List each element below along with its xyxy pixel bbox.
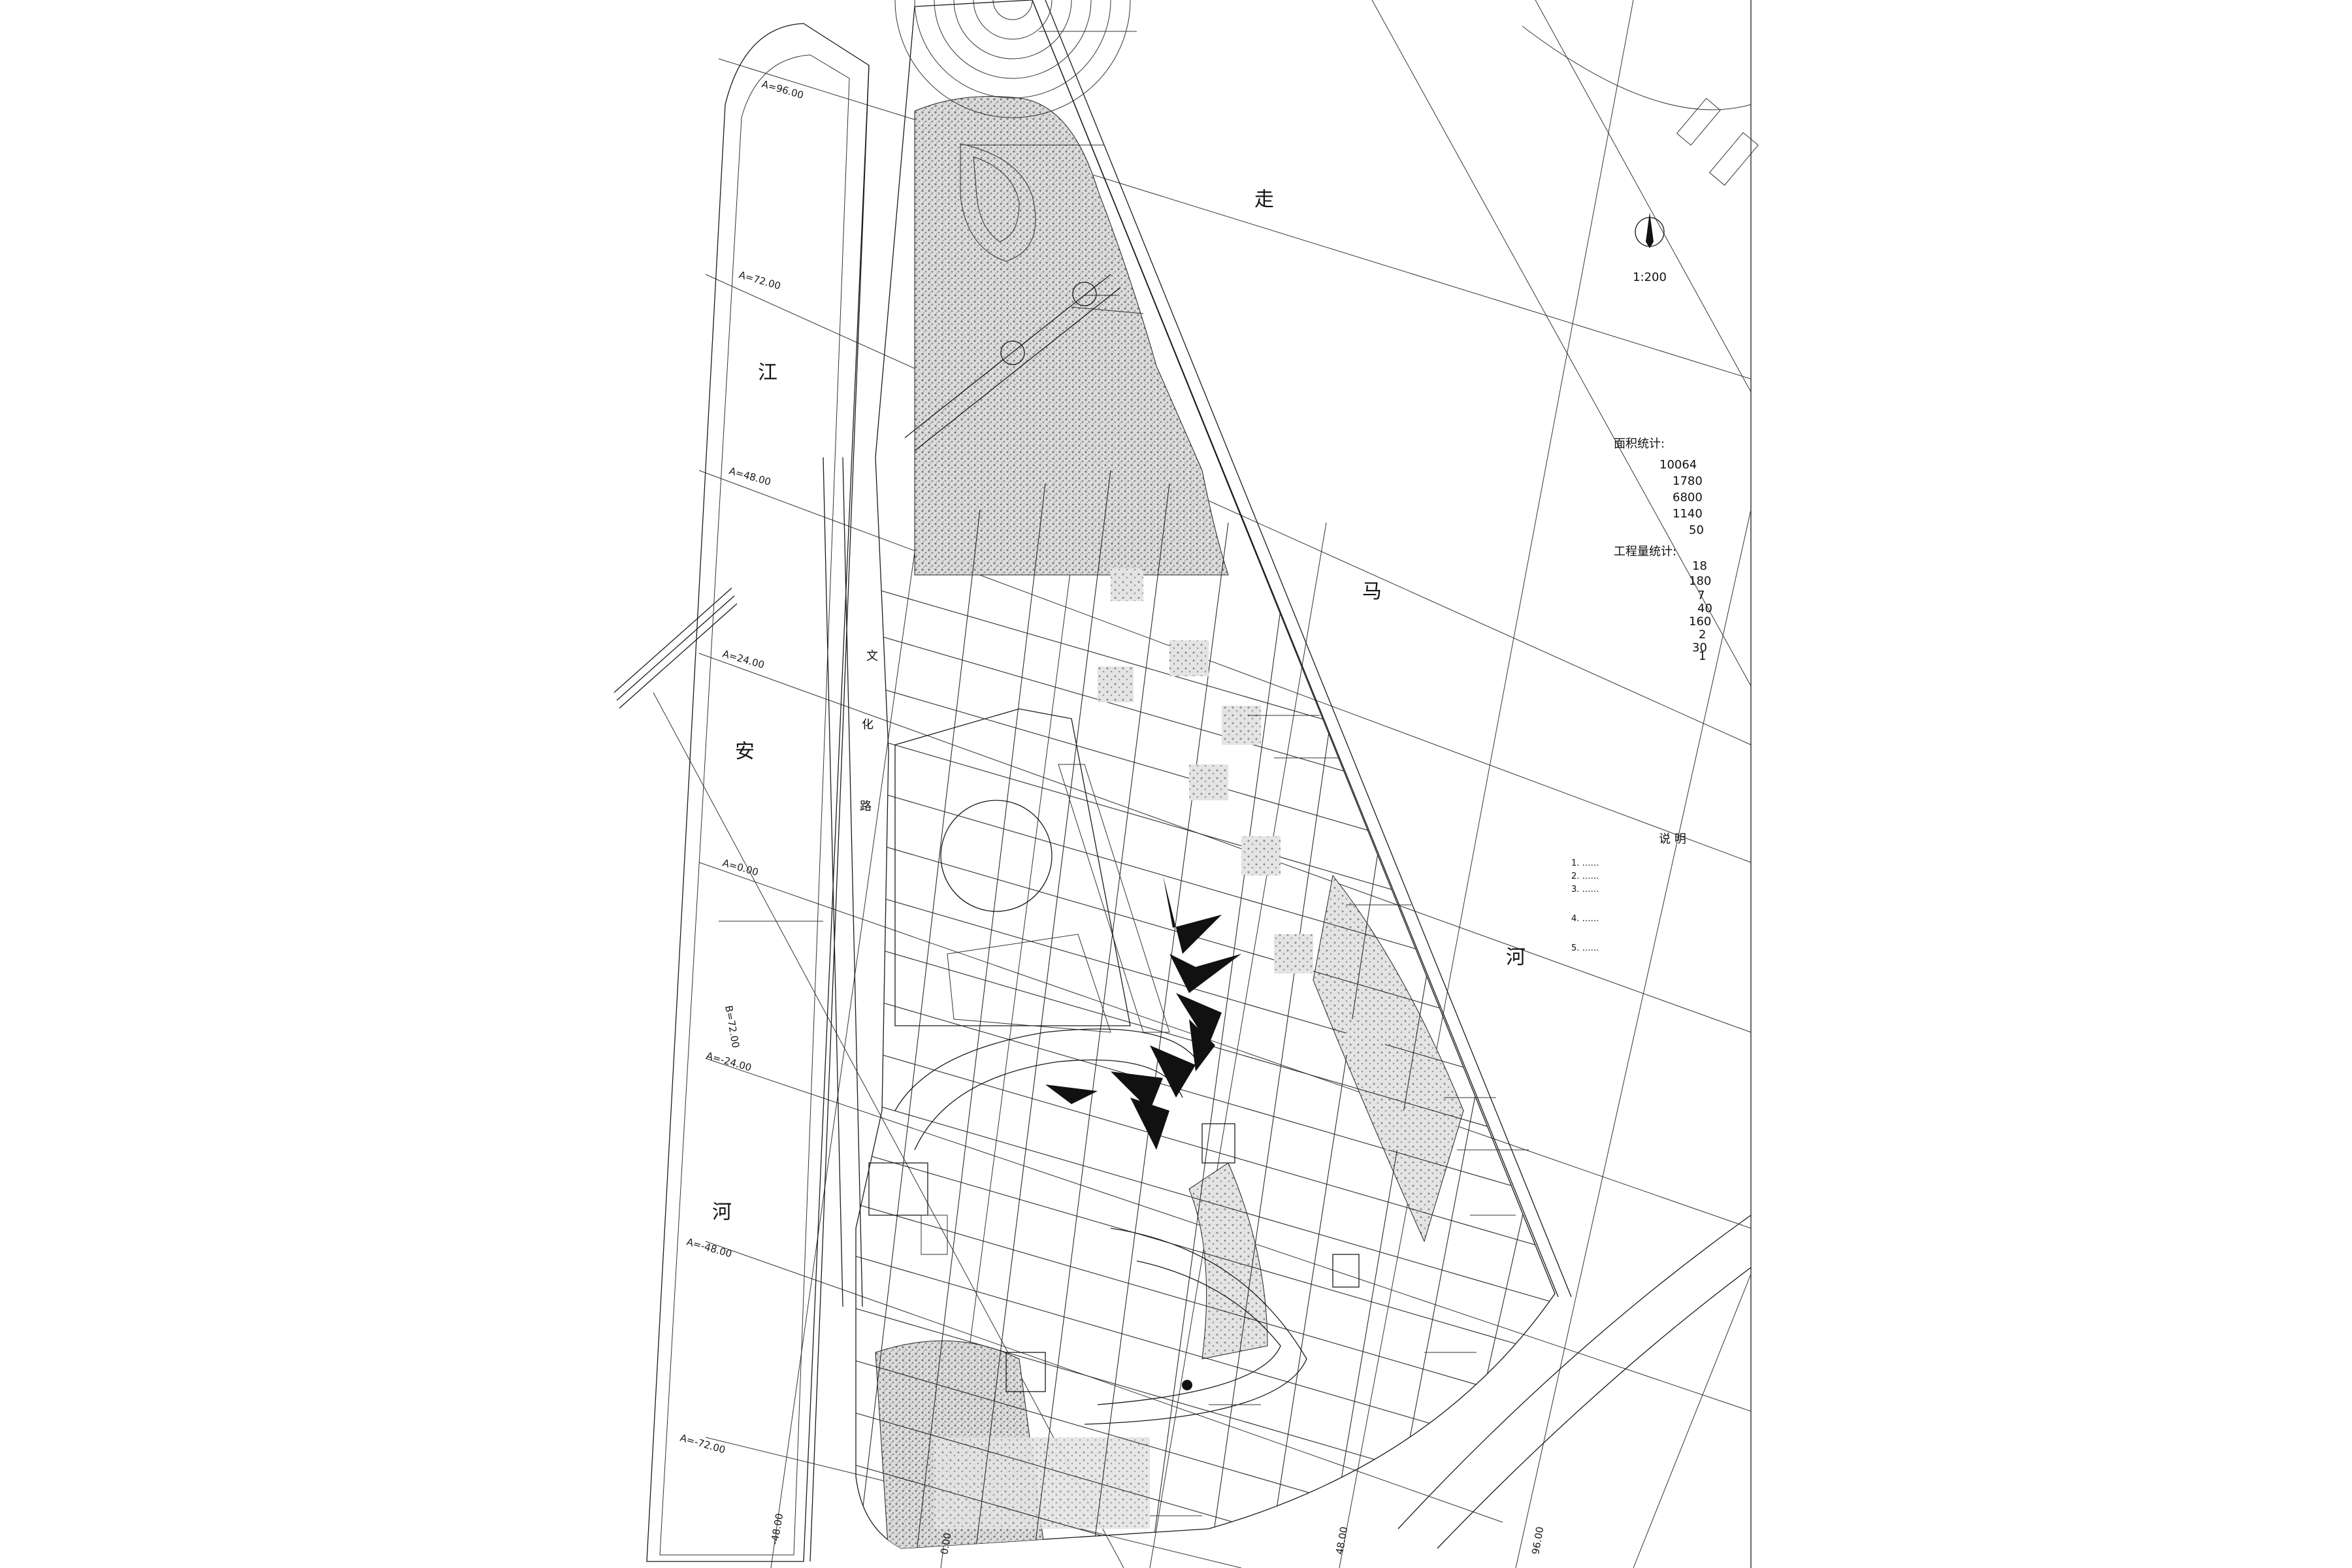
work-stats-title: 工程量统计: <box>1614 545 1676 559</box>
grid-label-b72: B=72.00 <box>723 1005 742 1049</box>
culture-road <box>823 457 863 1307</box>
note-item: 1. …… <box>1571 858 1599 868</box>
culture-char-2: 化 <box>862 718 874 732</box>
work-stat-value: 180 <box>1689 574 1711 588</box>
paving-grid <box>856 470 1555 1548</box>
river-char-2: 安 <box>735 740 755 763</box>
river-embankment <box>613 23 870 1562</box>
area-stats-title: 面积统计: <box>1614 437 1665 451</box>
area-stat-value: 6800 <box>1673 491 1703 504</box>
work-stat-value: 40 <box>1697 602 1712 615</box>
culture-char-3: 路 <box>860 800 872 813</box>
site-boundary <box>855 0 1556 1549</box>
note-item: 5. …… <box>1571 943 1599 953</box>
work-stat-value: 7 <box>1697 589 1705 602</box>
area-statistics-table: 面积统计: 10064 1780 6800 1140 50 <box>1614 437 1704 537</box>
work-quantity-table: 工程量统计: 18 180 7 40 160 2 30 1 <box>1614 545 1712 663</box>
grid-label-a0: A=0.00 <box>721 857 760 879</box>
grid-label-a-24: A=-24.00 <box>705 1050 753 1074</box>
grid-label-bottom-2: 0.00 <box>938 1532 954 1556</box>
grid-label-a-48: A=-48.00 <box>685 1236 733 1260</box>
grid-label-a72: A=72.00 <box>738 269 782 292</box>
work-stat-value: 2 <box>1699 628 1706 642</box>
grid-label-a48: A=48.00 <box>728 465 772 488</box>
note-item: 4. …… <box>1571 914 1599 924</box>
grid-label-bottom-4: 96.00 <box>1529 1526 1546 1555</box>
grid-label-a96: A=96.00 <box>760 78 805 101</box>
river-char-1: 江 <box>758 361 777 384</box>
river-char-3: 河 <box>712 1201 732 1224</box>
grid-label-bottom-3: 48.00 <box>1333 1526 1350 1555</box>
planting-areas <box>875 96 1464 1548</box>
area-stat-value: 50 <box>1689 523 1704 537</box>
grid-label-a-72: A=-72.00 <box>679 1432 727 1456</box>
callout-leaders <box>719 31 1529 1516</box>
work-stat-value: 160 <box>1689 615 1711 629</box>
area-stat-value: 1780 <box>1673 474 1703 488</box>
area-stat-value: 10064 <box>1659 458 1697 472</box>
north-plaza-rings <box>894 0 1131 451</box>
scale-label: 1:200 <box>1633 270 1667 284</box>
road-name-zouma: 走 马 河 <box>1254 188 1526 969</box>
road-char-1: 走 <box>1254 188 1274 211</box>
road-char-3: 河 <box>1506 946 1526 969</box>
work-stat-value: 1 <box>1699 649 1706 663</box>
grid-label-bottom-1: -48.00 <box>768 1512 785 1546</box>
road-char-2: 马 <box>1362 580 1382 603</box>
stage-area <box>868 708 1360 1425</box>
culture-char-1: 文 <box>866 649 878 663</box>
area-stat-value: 1140 <box>1673 507 1703 521</box>
note-item: 3. …… <box>1571 885 1599 894</box>
road-name-culture: 文 化 路 <box>860 649 878 813</box>
work-stat-value: 30 <box>1692 641 1707 655</box>
grid-label-a24: A=24.00 <box>721 648 766 671</box>
work-stat-value: 18 <box>1692 559 1707 573</box>
north-arrow: 1:200 <box>1633 212 1667 284</box>
design-notes: 说 明 1. …… 2. …… 3. …… 4. …… 5. …… <box>1571 832 1686 953</box>
river-name-jiangan: 江 安 河 <box>712 361 777 1224</box>
main-road-edge <box>1032 0 1572 1298</box>
notes-title: 说 明 <box>1659 832 1686 846</box>
note-item: 2. …… <box>1571 872 1599 881</box>
sculpture-group <box>1045 875 1241 1150</box>
